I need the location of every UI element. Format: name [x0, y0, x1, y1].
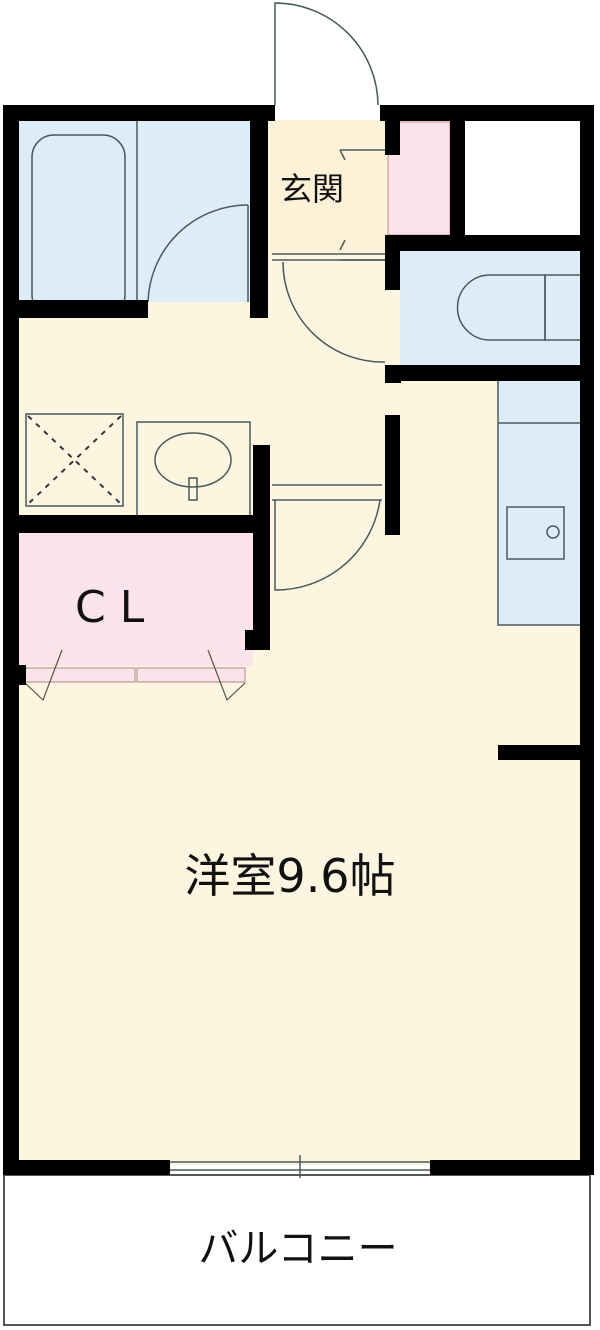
- hall-door-swing: [282, 261, 386, 363]
- entrance-area: [270, 120, 385, 255]
- balcony-window: [170, 1155, 430, 1178]
- entrance-label: 玄関: [280, 170, 344, 208]
- balcony-area: [3, 1174, 591, 1326]
- toilet-icon: [456, 274, 546, 341]
- sink-bowl-icon: [154, 432, 232, 488]
- toilet-room: [400, 250, 583, 367]
- closet-label: C L: [75, 582, 145, 633]
- closet: [18, 533, 253, 666]
- closet-door-swing: [24, 649, 246, 702]
- bath-door-swing: [147, 204, 249, 303]
- kitchen-counter: [497, 379, 584, 626]
- main-room-label: 洋室9.6帖: [184, 849, 395, 903]
- storage-space: [465, 120, 583, 235]
- balcony-label: バルコニー: [198, 1226, 397, 1272]
- bathroom: [18, 120, 253, 302]
- kitchen-sink-icon: [506, 506, 565, 560]
- front-door-swing: [274, 2, 379, 106]
- laundry-space: [25, 413, 124, 507]
- walls: [3, 105, 594, 1175]
- room-door-swing: [274, 499, 381, 591]
